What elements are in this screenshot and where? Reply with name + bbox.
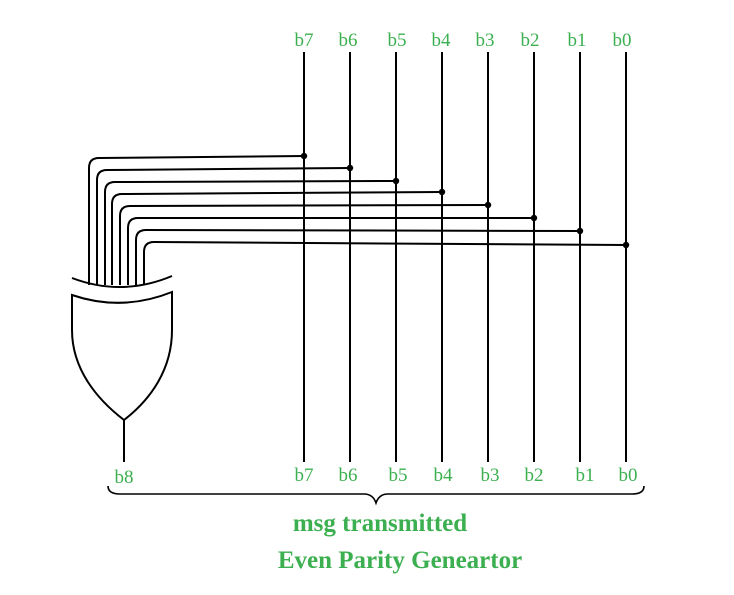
- bottom-bit-labels: b7 b6 b5 b4 b3 b2 b1 b0: [295, 465, 638, 486]
- bottom-bit-label-b0: b0: [619, 465, 638, 486]
- bottom-bit-label-b2: b2: [525, 465, 544, 486]
- xor-gate-input-arc: [71, 275, 173, 289]
- top-bit-label-b3: b3: [476, 30, 495, 51]
- junction-dots: [300, 152, 630, 249]
- top-bit-label-b0: b0: [613, 30, 632, 51]
- gate-input-wire-b1: [135, 228, 581, 285]
- top-bit-label-b5: b5: [388, 30, 407, 51]
- top-bit-label-b6: b6: [339, 30, 358, 51]
- top-bit-label-b4: b4: [432, 30, 452, 51]
- xor-gate-body: [71, 290, 173, 422]
- gate-input-wire-b3: [119, 204, 489, 285]
- gate-input-wires: [88, 155, 627, 285]
- junction-dot-b2: [530, 214, 538, 222]
- junction-dot-b4: [438, 188, 446, 196]
- gate-input-wire-b4: [111, 191, 443, 285]
- gate-input-wire-b5: [104, 180, 397, 285]
- top-bit-label-b2: b2: [521, 30, 540, 51]
- caption-msg-transmitted: msg transmitted: [292, 510, 468, 537]
- bottom-bit-label-b4: b4: [434, 465, 454, 486]
- junction-dot-b7: [300, 152, 308, 160]
- gate-input-wire-b7: [88, 155, 305, 285]
- bit-lines: [303, 52, 627, 462]
- junction-dot-b1: [576, 227, 584, 235]
- parity-bit-label: b8: [115, 467, 134, 488]
- xor-gate: [71, 275, 173, 462]
- bottom-bit-label-b5: b5: [389, 465, 408, 486]
- junction-dot-b5: [392, 177, 400, 185]
- gate-input-wire-b2: [127, 217, 534, 285]
- gate-input-wire-b6: [96, 167, 351, 285]
- top-bit-label-b7: b7: [295, 30, 314, 51]
- bottom-bit-label-b6: b6: [339, 465, 358, 486]
- junction-dot-b3: [484, 201, 492, 209]
- top-bit-label-b1: b1: [568, 30, 587, 51]
- gate-input-wire-b0: [143, 240, 627, 285]
- bottom-bit-label-b1: b1: [576, 465, 595, 486]
- top-bit-labels: b7 b6 b5 b4 b3 b2 b1 b0: [295, 30, 632, 51]
- bottom-bit-label-b3: b3: [481, 465, 500, 486]
- junction-dot-b6: [346, 164, 354, 172]
- message-brace: [107, 485, 645, 506]
- junction-dot-b0: [622, 241, 630, 249]
- bottom-bit-label-b7: b7: [295, 465, 314, 486]
- caption-generator-title: Even Parity Geneartor: [277, 547, 523, 574]
